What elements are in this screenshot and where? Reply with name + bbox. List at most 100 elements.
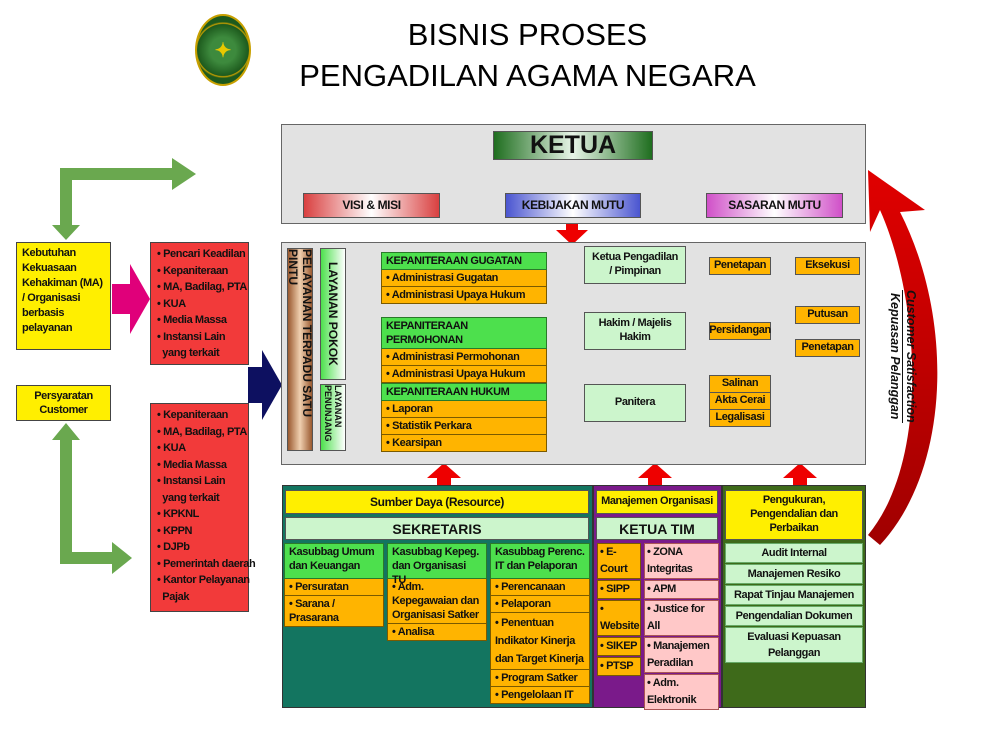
satisfaction-line-id: Kepuasan Pelanggan [888, 293, 902, 420]
list-item: • Justice for All [644, 600, 719, 636]
kasubbag-perenc: Kasubbag Perenc. IT dan Pelaporan • Pere… [490, 543, 590, 704]
list-item: • Kantor Pelayanan [157, 574, 250, 586]
layanan-penunjang-label: LAYANAN PENUNJANG [320, 384, 346, 451]
list-item: Manajemen Resiko [725, 564, 863, 584]
group-item: • Administrasi Gugatan [381, 270, 547, 287]
penetapan-box: Penetapan [709, 257, 771, 275]
column-header: Kasubbag Kepeg. dan Organisasi TU [387, 543, 487, 586]
navy-arrow [248, 350, 282, 420]
pelayanan-terpadu-label: PELAYANAN TERPADU SATU PINTU [286, 248, 314, 451]
persidangan-box: Persidangan [709, 322, 771, 340]
page-title-line1: BISNIS PROSES [407, 17, 648, 52]
list-item: • MA, Badilag, PTA [157, 281, 247, 293]
list-item: yang terkait [157, 347, 220, 359]
list-item: Pengendalian Dokumen [725, 606, 863, 626]
list-item: Evaluasi Kepuasan Pelanggan [725, 627, 863, 663]
green-arrow-top [52, 158, 196, 240]
kepaniteraan-permohonan: KEPANITERAAN PERMOHONAN • Administrasi P… [381, 317, 547, 383]
panitera-box: Panitera [584, 384, 686, 422]
kasubbag-kepeg: Kasubbag Kepeg. dan Organisasi TU • Adm.… [387, 543, 487, 641]
list-item: • Website [597, 600, 641, 636]
list-item: • Adm. Elektronik [644, 674, 719, 710]
list-item: • Pencari Keadilan [157, 248, 246, 260]
kebutuhan-box: Kebutuhan Kekuasaan Kehakiman (MA) / Org… [16, 242, 111, 350]
list-item: Rapat Tinjau Manajemen [725, 585, 863, 605]
group-item: • Administrasi Upaya Hukum [381, 366, 547, 383]
group-item: • Kearsipan [381, 435, 547, 452]
satisfaction-label: Customer Satisfaction Kepuasan Pelanggan [887, 290, 918, 423]
column-item: • Program Satker [490, 670, 590, 687]
logo-star-icon: ✦ [214, 39, 232, 62]
ketua-pengadilan-box: Ketua Pengadilan / Pimpinan [584, 246, 686, 284]
red-up-arrow [638, 463, 672, 486]
group-item: • Statistik Perkara [381, 418, 547, 435]
customer-satisfaction-arrow [868, 170, 938, 545]
list-item: • Media Massa [157, 458, 227, 471]
column-item: • Perencanaan [490, 579, 590, 596]
column-item: • Persuratan [284, 579, 384, 596]
eksekusi-box: Eksekusi [795, 257, 860, 275]
column-item: • Pelaporan [490, 596, 590, 613]
group-header: KEPANITERAAN HUKUM [381, 383, 547, 401]
list-item: • Instansi Lain [157, 330, 226, 343]
list-item: • SIPP [597, 580, 641, 599]
visi-misi-box: VISI & MISI [303, 193, 440, 218]
red-up-arrow [427, 463, 461, 486]
list-item: • Media Massa [157, 314, 227, 326]
stakeholder-list-2: • Kepaniteraan • MA, Badilag, PTA • KUA • M… [150, 403, 256, 612]
list-item: • KPPN [157, 524, 193, 537]
penetapan-2-box: Penetapan [795, 339, 860, 357]
sumber-daya-box: Sumber Daya (Resource) [285, 490, 589, 514]
group-header: KEPANITERAAN GUGATAN [381, 252, 547, 270]
list-item: • KPKNL [157, 508, 199, 520]
layanan-pokok-label: LAYANAN POKOK [320, 248, 346, 380]
salinan-item: Akta Cerai [709, 393, 771, 410]
column-header: Kasubbag Perenc. IT dan Pelaporan [490, 543, 590, 579]
list-item: • E-Court [597, 543, 641, 579]
salinan-item: Legalisasi [709, 410, 771, 427]
group-header: KEPANITERAAN PERMOHONAN [381, 317, 547, 349]
list-item: • APM [644, 580, 719, 599]
list-item: • Instansi Lain [157, 475, 226, 487]
column-item: • Sarana / Prasarana [284, 596, 384, 627]
tim-left-list: • E-Court• SIPP• Website• SIKEP• PTSP [597, 543, 641, 677]
page-title-line2: PENGADILAN AGAMA NEGARA [299, 58, 756, 93]
column-item: • Analisa [387, 624, 487, 641]
red-up-arrow [783, 463, 817, 486]
salinan-item: Salinan [709, 375, 771, 393]
stakeholder-list-1: • Pencari Keadilan • Kepaniteraan • MA, Ba… [150, 242, 249, 365]
list-item: • DJPb [157, 541, 190, 553]
red-down-arrow [556, 222, 588, 245]
list-item: Pajak [157, 590, 190, 603]
group-item: • Administrasi Permohonan [381, 349, 547, 366]
sasaran-mutu-box: SASARAN MUTU [706, 193, 843, 218]
kepaniteraan-hukum: KEPANITERAAN HUKUM • Laporan • Statistik… [381, 383, 547, 452]
manajemen-organisasi-box: Manajemen Organisasi [596, 490, 718, 514]
list-item: • MA, Badilag, PTA [157, 425, 247, 438]
kebijakan-mutu-box: KEBIJAKAN MUTU [505, 193, 641, 218]
column-item: • Adm. Kepegawaian dan Organisasi Satker [387, 579, 487, 624]
court-logo: ✦ [195, 14, 251, 86]
putusan-box: Putusan [795, 306, 860, 324]
list-item: Audit Internal [725, 543, 863, 563]
list-item: • KUA [157, 442, 186, 454]
sekretaris-box: SEKRETARIS [285, 517, 589, 540]
green-arrow-bottom [52, 423, 132, 574]
pink-arrow [112, 264, 150, 334]
persyaratan-box: Persyaratan Customer [16, 385, 111, 421]
ketua-box: KETUA [493, 131, 653, 160]
group-item: • Administrasi Upaya Hukum [381, 287, 547, 304]
list-item: • Kepaniteraan [157, 409, 228, 421]
list-item: • Kepaniteraan [157, 264, 228, 277]
column-item: • Penentuan Indikator Kinerja dan Target… [490, 613, 590, 670]
satisfaction-line-en: Customer Satisfaction [902, 290, 918, 423]
list-item: yang terkait [157, 491, 220, 504]
kepaniteraan-gugatan: KEPANITERAAN GUGATAN • Administrasi Guga… [381, 252, 547, 304]
column-item: • Pengelolaan IT [490, 687, 590, 704]
list-item: • ZONA Integritas [644, 543, 719, 579]
salinan-group: Salinan Akta Cerai Legalisasi [709, 375, 771, 427]
ketua-tim-box: KETUA TIM [596, 517, 718, 540]
pengukuran-box: Pengukuran, Pengendalian dan Perbaikan [725, 490, 863, 540]
hakim-box: Hakim / Majelis Hakim [584, 312, 686, 350]
